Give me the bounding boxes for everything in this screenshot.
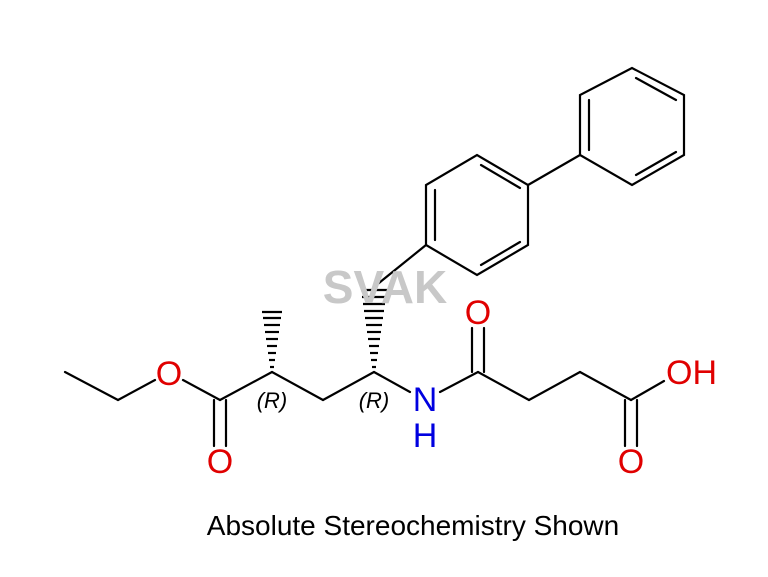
ester-carbonyl-oxygen-label: O bbox=[207, 443, 233, 481]
stereo-label-c2: (R) bbox=[257, 388, 288, 413]
hashed-methyl-bond bbox=[262, 310, 282, 369]
acid-hydroxyl-label: OH bbox=[666, 354, 717, 392]
benzyl-bond bbox=[372, 243, 428, 289]
amide-bonds bbox=[438, 326, 486, 394]
main-chain-bonds bbox=[218, 370, 412, 402]
amide-oxygen-label: O bbox=[465, 294, 491, 332]
succinyl-chain-bonds bbox=[476, 370, 666, 448]
amide-nitrogen-label: N bbox=[413, 381, 438, 419]
acid-carbonyl-oxygen-label: O bbox=[618, 443, 644, 481]
ethyl-ester-bonds bbox=[63, 370, 222, 402]
stereo-label-c4: (R) bbox=[359, 388, 390, 413]
ester-carbonyl-bond bbox=[212, 398, 228, 448]
phenyl-ring-2 bbox=[578, 66, 686, 187]
watermark-text: SVAK bbox=[323, 261, 447, 313]
phenyl-ring-1 bbox=[424, 153, 530, 277]
hashed-benzyl-bond bbox=[361, 288, 387, 369]
amide-hydrogen-label: H bbox=[413, 417, 438, 455]
caption-text: Absolute Stereochemistry Shown bbox=[206, 510, 620, 541]
biaryl-bond bbox=[526, 153, 582, 187]
ester-oxygen-label: O bbox=[156, 355, 182, 393]
